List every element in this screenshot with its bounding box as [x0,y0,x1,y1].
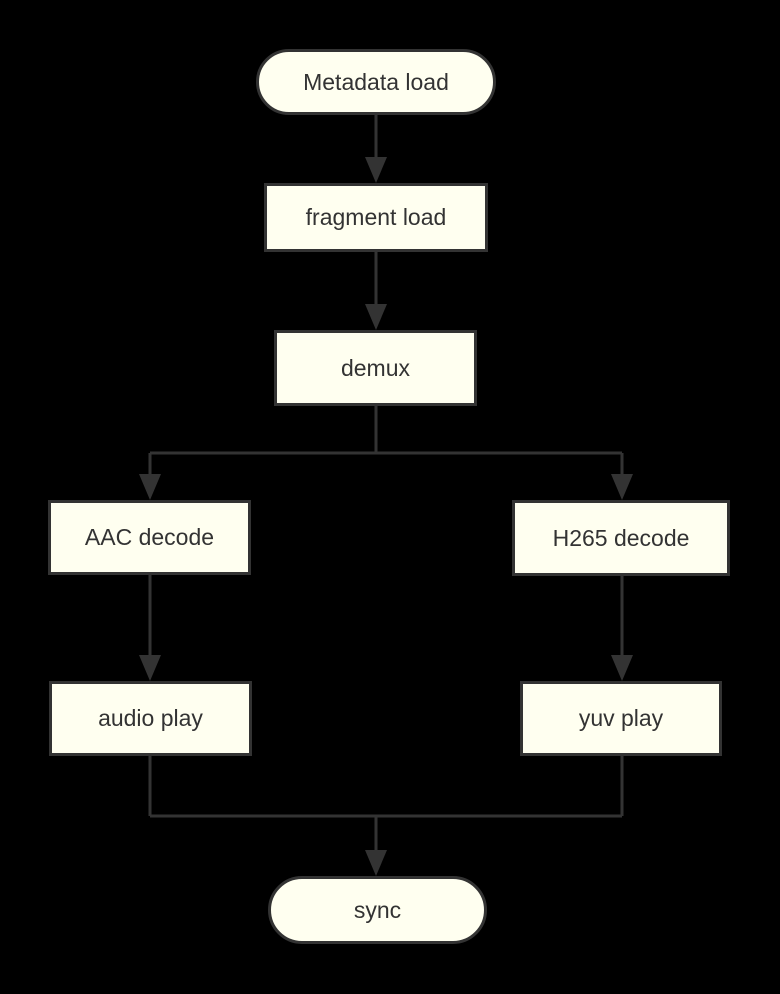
arrowhead-aac [139,474,161,500]
arrowhead-yuv [611,655,633,681]
node-h265-decode-label: H265 decode [552,524,690,551]
node-metadata-load-label: Metadata load [303,68,449,95]
node-h265-decode: H265 decode [512,500,730,576]
node-audio-play: audio play [49,681,252,756]
node-demux: demux [274,330,477,406]
edge-merge-to-sync [148,756,624,871]
node-aac-decode: AAC decode [48,500,251,575]
arrowhead-h265 [611,474,633,500]
node-audio-play-label: audio play [98,705,203,731]
node-sync: sync [268,876,487,944]
node-sync-label: sync [353,896,402,923]
arrowhead-sync [365,850,387,876]
node-yuv-play: yuv play [520,681,722,756]
arrowhead-audio [139,655,161,681]
node-metadata-load: Metadata load [256,49,496,115]
node-yuv-play-label: yuv play [578,705,664,731]
edge-demux-branch [148,406,624,495]
arrowhead-fragment [365,157,387,183]
node-fragment-load: fragment load [264,183,488,252]
node-fragment-load-label: fragment load [305,204,447,230]
node-demux-label: demux [340,354,411,381]
node-aac-decode-label: AAC decode [84,524,215,550]
arrowhead-demux [365,304,387,330]
